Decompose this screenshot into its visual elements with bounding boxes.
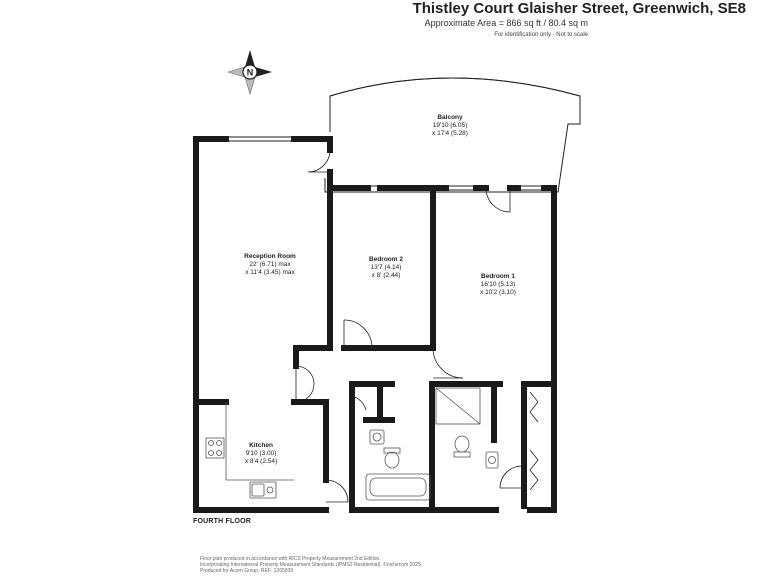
footer-line-1: Floor plan produced in accordance with R… xyxy=(200,556,381,562)
page-title: Thistley Court Glaisher Street, Greenwic… xyxy=(412,0,746,17)
compass-rose-icon: N xyxy=(226,50,272,96)
balcony-name: Balcony xyxy=(437,114,463,121)
footer-line-2: Incorporating International Property Mea… xyxy=(200,562,423,568)
kitchen-fixtures xyxy=(205,402,294,499)
reception-name: Reception Room xyxy=(244,253,296,260)
balcony-dim2: x 17'4 (5.28) xyxy=(432,130,468,137)
door-swings xyxy=(295,149,539,503)
footer-note: Floor plan produced in accordance with R… xyxy=(200,556,480,574)
reception-dim1: 22' (6.71) max xyxy=(249,261,291,268)
identification-note: For identification only - Not to scale xyxy=(494,32,588,38)
bedroom1-dim2: x 10'2 (3.10) xyxy=(480,289,516,296)
bathroom-fixtures xyxy=(365,387,499,501)
bedroom2-dim2: x 8' (2.44) xyxy=(371,272,401,279)
kitchen-name: Kitchen xyxy=(249,442,273,449)
floor-label: FOURTH FLOOR xyxy=(193,518,252,525)
bedroom1-dim1: 16'10 (5.13) xyxy=(480,281,516,288)
reception-dim2: x 11'4 (3.45) max xyxy=(245,269,295,276)
kitchen-dim1: 9'10 (3.00) xyxy=(245,450,277,457)
bedroom2-name: Bedroom 2 xyxy=(369,256,403,263)
kitchen-dim2: x 8'4 (2.54) xyxy=(244,458,278,465)
footer-line-3: Produced for Acorn Group. REF: 1265939 xyxy=(200,568,294,574)
compass-n-label: N xyxy=(247,68,254,78)
reception-label: Reception Room 22' (6.71) max x 11'4 (3.… xyxy=(220,253,320,277)
bedroom1-name: Bedroom 1 xyxy=(481,273,515,280)
balcony-dim1: 19'10 (6.05) xyxy=(432,122,468,129)
kitchen-label: Kitchen 9'10 (3.00) x 8'4 (2.54) xyxy=(226,442,296,466)
walls xyxy=(193,136,557,513)
bedroom2-dim1: 13'7 (4.14) xyxy=(370,264,402,271)
approximate-area: Approximate Area = 866 sq ft / 80.4 sq m xyxy=(424,18,588,28)
bedroom2-label: Bedroom 2 13'7 (4.14) x 8' (2.44) xyxy=(341,256,431,280)
windows xyxy=(226,136,544,191)
bedroom1-label: Bedroom 1 16'10 (5.13) x 10'2 (3.10) xyxy=(450,273,546,297)
balcony-label: Balcony 19'10 (6.05) x 17'4 (5.28) xyxy=(400,114,500,138)
